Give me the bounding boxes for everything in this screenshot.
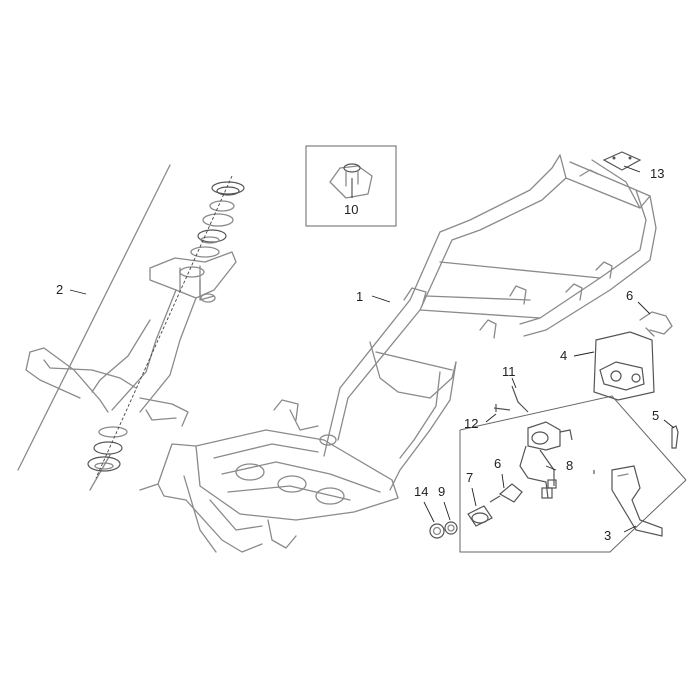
callout-5: 5 [652, 408, 659, 423]
callout-1: 1 [356, 289, 363, 304]
callout-7: 7 [466, 470, 473, 485]
callout-11: 11 [502, 364, 516, 379]
callout-6-hook: 6 [626, 288, 633, 303]
callout-3: 3 [604, 528, 611, 543]
part-6-hook [639, 311, 673, 337]
part-13-plate [602, 151, 642, 171]
leader-lines [69, 165, 675, 533]
callout-14: 14 [414, 484, 428, 499]
callout-8: 8 [566, 458, 573, 473]
callout-6-key: 6 [494, 456, 501, 471]
callout-12: 12 [464, 416, 478, 431]
lock-assembly-box [429, 385, 687, 553]
part-10-detail-box [305, 145, 397, 227]
callout-4: 4 [560, 348, 567, 363]
callout-10: 10 [344, 202, 358, 217]
steering-column-part [17, 164, 245, 491]
main-frame-part [139, 154, 657, 553]
part-4-lock-cover [593, 331, 655, 401]
callout-13: 13 [650, 166, 664, 181]
callout-labels: 1 2 3 4 5 6 6 7 8 9 10 11 12 13 14 [56, 166, 664, 543]
callout-2: 2 [56, 282, 63, 297]
callout-9: 9 [438, 484, 445, 499]
